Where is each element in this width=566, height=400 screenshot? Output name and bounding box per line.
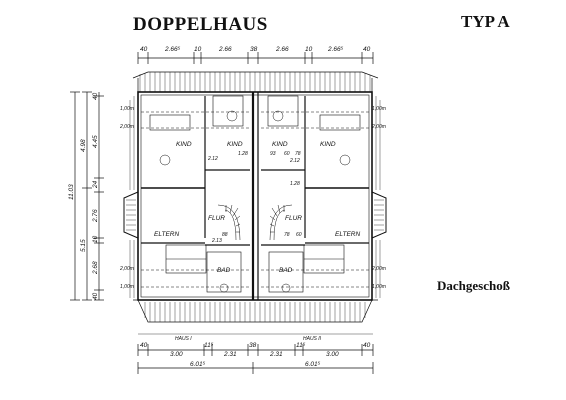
top-dim-1: 2.66⁵: [164, 46, 181, 53]
height-mark-r3: 1,00m: [372, 284, 386, 290]
top-dim-3: 2.66: [218, 46, 232, 53]
bottom-dim-5: 2.31: [269, 351, 283, 358]
room-kind-2: KIND: [272, 141, 288, 148]
room-dim-5: 1.28: [290, 181, 300, 187]
left-dim-mid-0: 4.98: [80, 139, 87, 152]
room-dim-4: 78: [295, 151, 301, 157]
room-dim-7: 2.13: [211, 238, 222, 244]
top-dim-2: 10: [194, 46, 202, 53]
height-mark-2: 2,00m: [119, 266, 134, 272]
left-dim-inner-3: 2.76: [92, 209, 99, 223]
bottom-total-1: 6.01⁵: [190, 361, 206, 368]
bottom-dim-8: 40: [363, 342, 371, 349]
left-dim-inner-2: 24: [92, 180, 99, 189]
room-flur-2: FLUR: [285, 215, 302, 222]
left-dim-inner-6: 40: [92, 292, 99, 300]
left-dim-inner-1: 4.45: [92, 135, 99, 148]
floor-label: Dachgeschoß: [437, 278, 510, 293]
bottom-dim-6: 11⁵: [296, 342, 306, 349]
room-dim-9: 78: [284, 232, 290, 238]
top-dim-8: 40: [363, 46, 371, 53]
height-mark-r0: 1,00m: [372, 106, 386, 112]
top-dim-4: 38: [250, 46, 258, 53]
room-flur-1: FLUR: [208, 215, 225, 222]
dormer-right: [371, 191, 387, 239]
drawing-title: DOPPELHAUS: [133, 14, 268, 35]
house-label-2: HAUS II: [303, 336, 322, 342]
room-dim-8: 88: [222, 232, 228, 238]
staircase: [217, 204, 293, 241]
room-bad-1: BAD: [217, 267, 231, 274]
room-dim-1: 2.12: [207, 156, 218, 162]
height-mark-1: 2,00m: [119, 124, 134, 130]
left-dim-outer: 11.03: [68, 184, 75, 200]
bottom-dim-2: 11⁵: [204, 342, 214, 349]
room-dim-10: 60: [296, 232, 302, 238]
left-dim-inner-0: 40: [92, 92, 99, 100]
bottom-dim-0: 40: [140, 342, 148, 349]
outer-walls: [137, 91, 373, 301]
left-dim-mid-1: 5.15: [80, 239, 87, 252]
type-label: TYP A: [461, 12, 510, 31]
top-dim-7: 2.66⁵: [327, 46, 344, 53]
room-kind-1b: KIND: [227, 141, 243, 148]
room-eltern-1: ELTERN: [154, 231, 179, 238]
room-dim-6: 2.12: [289, 158, 300, 164]
room-kind-2b: KIND: [320, 141, 336, 148]
room-kind-1: KIND: [176, 141, 192, 148]
room-dim-3: 60: [284, 151, 290, 157]
top-dim-5: 2.66: [275, 46, 289, 53]
top-dim-6: 10: [305, 46, 313, 53]
bottom-total-2: 6.01⁵: [305, 361, 321, 368]
roof-edge-top: [132, 71, 379, 79]
height-mark-3: 1,00m: [120, 284, 134, 290]
top-dim-0: 40: [140, 46, 148, 53]
room-dim-0: 1.28: [238, 151, 248, 157]
bottom-dim-4: 38: [249, 342, 257, 349]
left-dim-inner-4: 10: [92, 235, 99, 243]
dormer-left: [123, 191, 139, 239]
room-dim-2: 93: [270, 151, 276, 157]
bottom-dim-3: 2.31: [223, 351, 237, 358]
house-label-1: HAUS I: [175, 336, 192, 342]
height-mark-r1: 2,00m: [371, 124, 386, 130]
height-mark-0: 1,00m: [120, 106, 134, 112]
left-dim-inner-5: 2.68: [92, 261, 99, 275]
room-bad-2: BAD: [279, 267, 293, 274]
bottom-dim-1: 3.00: [170, 351, 183, 358]
bottom-dim-7: 3.00: [326, 351, 339, 358]
height-mark-r2: 2,00m: [371, 266, 386, 272]
room-eltern-2: ELTERN: [335, 231, 360, 238]
